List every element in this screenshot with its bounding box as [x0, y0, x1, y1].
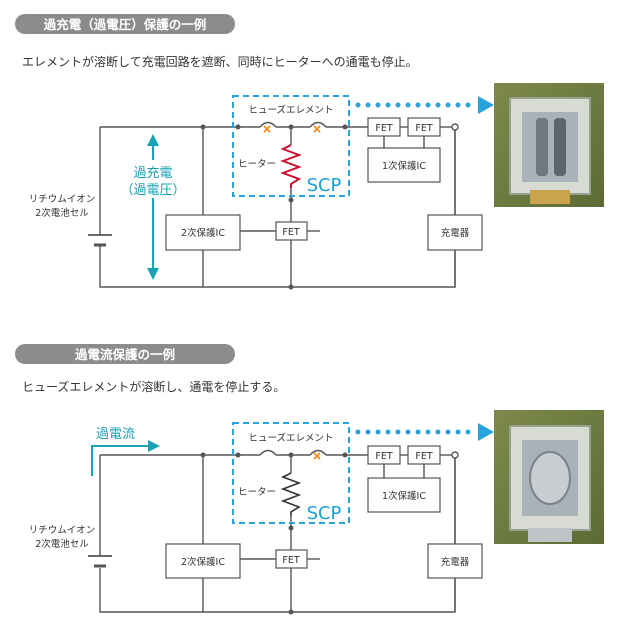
section-description: ヒューズエレメントが溶断し、通電を停止する。 [22, 379, 285, 394]
battery-label: リチウムイオン [29, 194, 96, 205]
junction-dots [200, 124, 348, 290]
section-overcharge: 過充電（過電圧）保護の一例 エレメントが溶断して充電回路を遮断、同時にヒーターへ… [15, 14, 604, 290]
heater-resistor [280, 472, 302, 516]
fuse-break-mark [263, 125, 321, 133]
secondary-ic-box [165, 214, 241, 251]
svg-text:2次保護IC: 2次保護IC [181, 227, 225, 239]
scp-label: SCP [307, 175, 342, 196]
heater-label: ヒーター [238, 159, 276, 170]
overcharge-label-2: （過電圧） [120, 183, 185, 198]
section-description: エレメントが溶断して充電回路を遮断、同時にヒーターへの通電も停止。 [22, 54, 418, 69]
svg-text:1次保護IC: 1次保護IC [382, 490, 426, 502]
fuse-element-label: ヒューズエレメント [248, 432, 333, 444]
fet-box [407, 445, 441, 465]
section-title-pill [15, 344, 235, 364]
fuse-element-left [259, 449, 277, 456]
scp-box [232, 422, 350, 524]
secondary-ic-box [165, 543, 241, 579]
scp-label: SCP [307, 503, 342, 524]
section-title: 過電流保護の一例 [74, 347, 175, 362]
section-overcurrent: 過電流保護の一例 ヒューズエレメントが溶断し、通電を停止する。 [15, 344, 604, 615]
fet-box [275, 221, 308, 241]
svg-text:FET: FET [415, 123, 432, 134]
svg-text:充電器: 充電器 [441, 227, 470, 239]
fuse-element-right [309, 121, 327, 128]
fuse-photo [494, 83, 604, 207]
fet-box [275, 549, 308, 569]
svg-text:FET: FET [282, 227, 299, 238]
svg-text:FET: FET [415, 451, 432, 462]
fuse-element-left [259, 121, 277, 128]
fet-box [367, 445, 401, 465]
section-title: 過充電（過電圧）保護の一例 [43, 17, 207, 32]
primary-ic-box [367, 477, 441, 513]
fet-box [407, 117, 441, 137]
svg-text:1次保護IC: 1次保護IC [382, 160, 426, 172]
overcurrent-label: 過電流 [96, 427, 135, 442]
fuse-element-label: ヒューズエレメント [248, 104, 333, 116]
section-title-pill [15, 14, 235, 34]
overcharge-label: 過充電 [133, 165, 172, 181]
fuse-photo [494, 410, 604, 544]
fet-box [367, 117, 401, 137]
heater-label: ヒーター [238, 487, 276, 498]
primary-ic-box [367, 147, 441, 183]
battery-symbol [88, 555, 112, 568]
svg-text:FET: FET [375, 123, 392, 134]
junction-dots [200, 452, 348, 615]
battery-label: リチウムイオン [29, 525, 96, 536]
fuse-break-mark [313, 452, 321, 460]
svg-text:2次保護IC: 2次保護IC [181, 556, 225, 568]
battery-label-2: 2次電池セル [35, 538, 89, 550]
battery-label-2: 2次電池セル [35, 207, 89, 219]
svg-text:FET: FET [282, 555, 299, 566]
battery-symbol [88, 234, 112, 247]
charger-box [427, 214, 483, 251]
overcurrent-arrow [91, 445, 150, 476]
heater-resistor [280, 144, 302, 188]
svg-text:FET: FET [375, 451, 392, 462]
scp-box [232, 95, 350, 197]
fuse-element-right [309, 449, 327, 456]
charger-box [427, 543, 483, 579]
svg-text:充電器: 充電器 [441, 556, 470, 568]
